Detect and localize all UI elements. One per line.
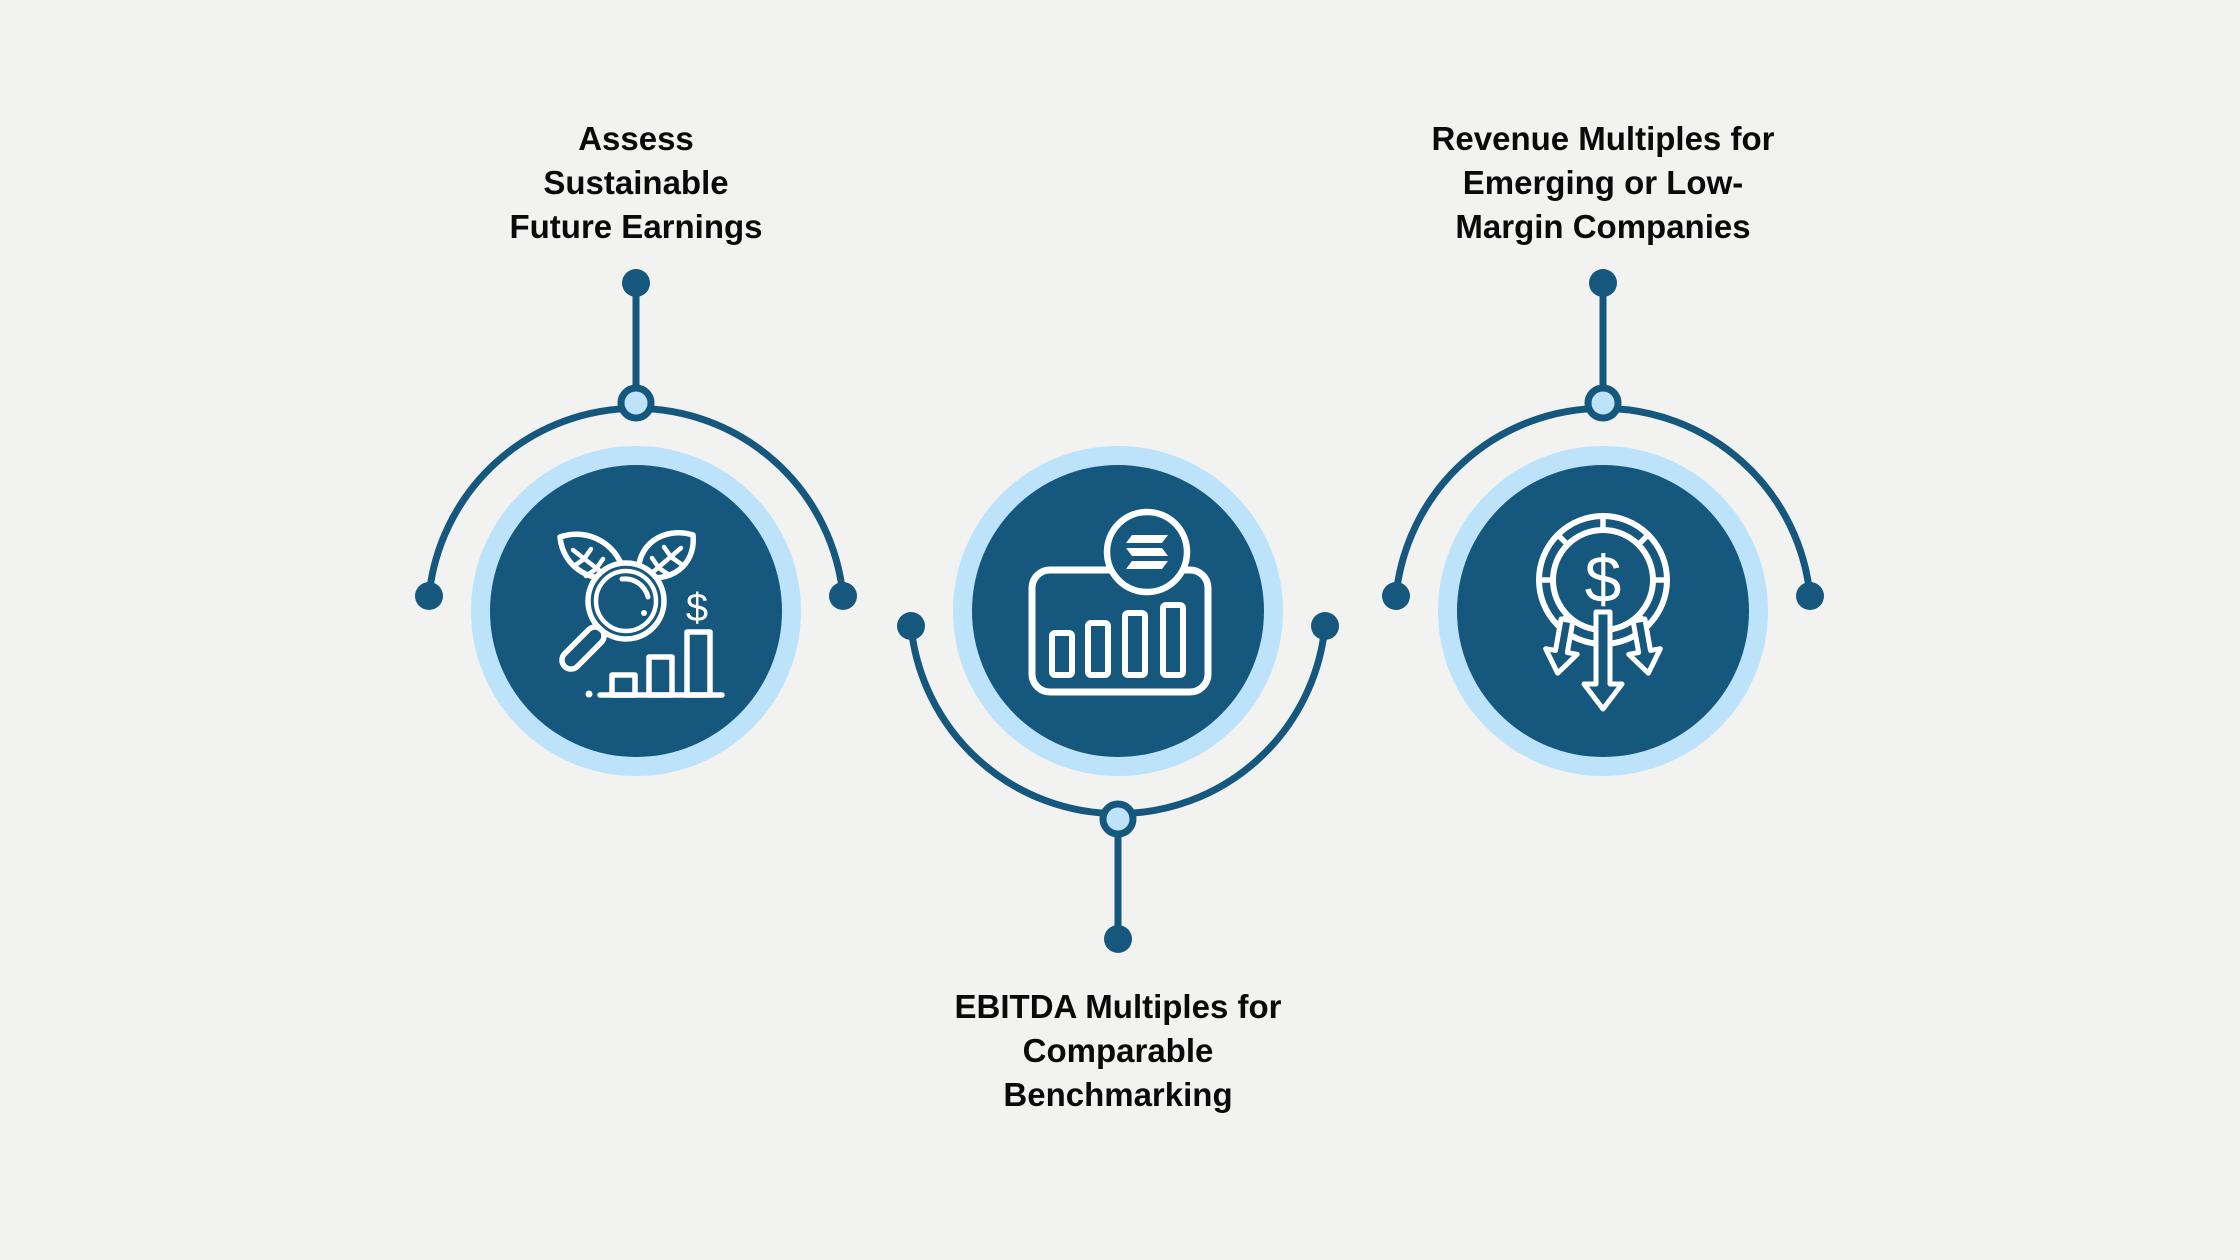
label-line: EBITDA Multiples for [954, 988, 1282, 1025]
board-bar-4 [1160, 602, 1186, 678]
main-circle [972, 465, 1264, 757]
arrow-left [1543, 616, 1580, 676]
dollar-glyph: $ [1585, 542, 1622, 616]
magnifier-lens-outer [585, 560, 667, 642]
label-line: Revenue Multiples for [1431, 120, 1775, 157]
arrow-right [1626, 616, 1663, 676]
arrow-middle [1581, 609, 1625, 712]
arc-end-dot-right [829, 582, 857, 610]
dollar-glyph: $ [686, 586, 708, 630]
stem-end-dot [1104, 925, 1132, 953]
lens-dot [641, 610, 647, 616]
arc-end-dot-left [415, 582, 443, 610]
label-line: Sustainable [543, 164, 729, 201]
label-line: Future Earnings [509, 208, 763, 245]
board-bar-3 [1122, 610, 1148, 678]
connector-node [617, 384, 655, 422]
magnifier-lens-inner [593, 568, 659, 634]
bar-2 [646, 654, 675, 698]
board-bar-1 [1049, 630, 1075, 678]
unit-assess-sustainable-future-earnings: $ [415, 269, 857, 776]
label-assess-sustainable-future-earnings: Assess Sustainable Future Earnings [509, 117, 762, 249]
label-line: Margin Companies [1455, 208, 1751, 245]
label-line: Benchmarking [1003, 1076, 1233, 1113]
chart-board-stripes-icon [1028, 508, 1212, 696]
stem-end-dot [622, 269, 650, 297]
bar-3 [684, 629, 713, 698]
arc-end-dot-left [897, 612, 925, 640]
board-bar-2 [1085, 620, 1111, 678]
connector-node [1584, 384, 1622, 422]
arc-end-dot-right [1311, 612, 1339, 640]
arc-end-dot-right [1796, 582, 1824, 610]
stem-end-dot [1589, 269, 1617, 297]
label-ebitda-multiples: EBITDA Multiples for Comparable Benchmar… [955, 985, 1282, 1117]
connector-node [1099, 800, 1137, 838]
coin: $ [1536, 513, 1670, 647]
baseline-dot [585, 690, 593, 698]
unit-ebitda-multiples [897, 446, 1339, 953]
down-arrows [1543, 609, 1663, 712]
label-line: Assess [578, 120, 694, 157]
label-revenue-multiples: Revenue Multiples for Emerging or Low- M… [1432, 117, 1775, 249]
unit-revenue-multiples: $ [1382, 269, 1824, 776]
label-line: Comparable [1022, 1032, 1214, 1069]
dollar-coin-down-arrows-icon: $ [1536, 513, 1670, 712]
lens-highlight [619, 576, 651, 600]
label-line: Emerging or Low- [1462, 164, 1744, 201]
growth-magnifier-icon: $ [557, 530, 725, 698]
bar-1 [609, 672, 638, 698]
arc-end-dot-left [1382, 582, 1410, 610]
stripes-logo [1126, 535, 1168, 569]
